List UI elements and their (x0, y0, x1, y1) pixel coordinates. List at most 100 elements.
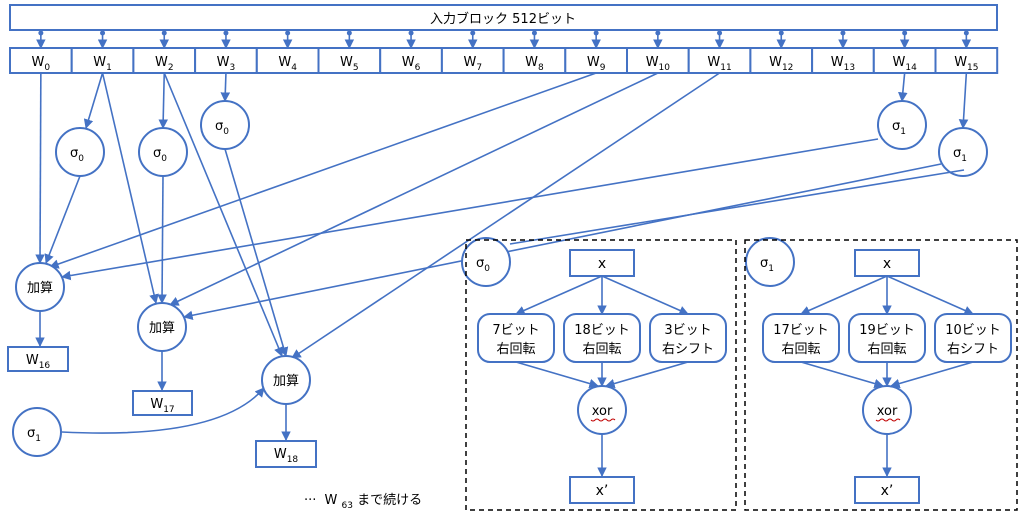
word-label-1-sub: 1 (106, 63, 112, 73)
word-label-11: W11 (707, 55, 731, 73)
continue-suffix: まで続ける (357, 493, 422, 508)
word-label-5-sub: 5 (353, 63, 359, 73)
word-label-5-main: W (340, 55, 353, 70)
sigma0_detail-op-1-line2: 右回転 (582, 342, 621, 357)
word-cell-11 (687, 47, 752, 74)
continue-note: ··· W 63 まで続ける (304, 493, 422, 512)
input-connector-dot-9 (593, 30, 599, 36)
word-label-15: W15 (954, 55, 978, 73)
output-w-17-label: W17 (150, 397, 174, 415)
word-label-11-main: W (707, 55, 720, 70)
sigma0-w3-label: σ0 (215, 119, 229, 137)
word-label-2-sub: 2 (168, 63, 174, 73)
sigma0_detail-input-label: x (598, 256, 606, 272)
word-cell-5 (317, 47, 382, 74)
word-label-13-sub: 13 (844, 63, 855, 73)
output-w-18-label-main: W (274, 447, 287, 462)
edge-w10-add2 (169, 72, 659, 306)
word-label-9: W9 (587, 55, 606, 73)
sigma0-w1-label-main: σ (70, 146, 78, 161)
word-label-15-main: W (954, 55, 967, 70)
edge-sigma0w3-add3 (224, 148, 289, 357)
sigma0_detail-op-2 (649, 313, 727, 363)
word-label-10-main: W (646, 55, 659, 70)
sigma0_detail-op-0 (477, 313, 555, 363)
word-label-3: W3 (217, 55, 236, 73)
adder-3-label: 加算 (273, 374, 299, 389)
word-label-12-main: W (769, 55, 782, 70)
edge-sigma1w14-add1 (61, 138, 879, 281)
sigma1-detail-title-main: σ (760, 256, 768, 271)
edge-sigma1w16-add3 (61, 387, 265, 434)
word-label-4: W4 (278, 55, 297, 73)
sigma1-w14-label: σ1 (892, 119, 906, 137)
word-label-2-main: W (155, 55, 168, 70)
sigma1-detail-title-sub: 1 (768, 264, 774, 274)
input-connector-dot-2 (161, 30, 167, 36)
word-label-1: W1 (93, 55, 112, 73)
sigma1_detail-op-2-line2: 右シフト (947, 342, 999, 357)
sigma1-detail-title: σ1 (760, 256, 774, 274)
output-w-18 (255, 440, 317, 468)
input-connector-dot-11 (717, 30, 723, 36)
sigma0-detail-panel (465, 239, 737, 511)
sigma0-w3-label-main: σ (215, 119, 223, 134)
sigma0_detail-op-1-line1: 18ビット (574, 323, 630, 338)
sigma0_detail-xor-underline (590, 418, 616, 422)
sigma0-w2-label-main: σ (153, 146, 161, 161)
input-connector-dot-7 (470, 30, 476, 36)
sigma0_detail-output-box (569, 476, 635, 504)
word-label-7-main: W (463, 55, 476, 70)
word-label-4-main: W (278, 55, 291, 70)
edge-w3-sigma0 (220, 72, 231, 102)
sigma0-w3-label-sub: 0 (223, 127, 229, 137)
word-label-10: W10 (646, 55, 671, 73)
sigma1-w15-label-sub: 1 (961, 154, 967, 164)
sigma0-w1-label: σ0 (70, 146, 84, 164)
input-connector-dot-15 (963, 30, 969, 36)
sigma0_detail-edge-input-op2 (601, 275, 689, 315)
input-connector-dot-10 (655, 30, 661, 36)
sigma0-detail-title-sub: 0 (484, 264, 490, 274)
sigma0-w1-circle (55, 127, 105, 177)
word-label-9-sub: 9 (600, 63, 606, 73)
sigma0-w1-label-sub: 0 (78, 154, 84, 164)
output-w-16 (7, 346, 69, 372)
word-label-2: W2 (155, 55, 174, 73)
adder-2-label: 加算 (149, 321, 175, 336)
sigma0-w2-label: σ0 (153, 146, 167, 164)
input-block (9, 4, 998, 31)
edge-sigma1w15-sigma0detail (509, 169, 965, 245)
word-label-3-sub: 3 (230, 63, 236, 73)
output-w-16-label-sub: 16 (39, 361, 51, 371)
sigma0-detail-title-circle (461, 237, 511, 287)
word-label-12-sub: 12 (782, 63, 793, 73)
sigma1_detail-op-0-line1: 17ビット (773, 323, 829, 338)
word-cell-8 (502, 47, 567, 74)
sigma0_detail-op-2-line1: 3ビット (664, 323, 711, 338)
sigma1_detail-edge-op0-xor (800, 361, 884, 389)
output-w-18-label-sub: 18 (287, 455, 299, 465)
sigma1-w14-circle (877, 100, 927, 150)
sigma1_detail-output-label: x’ (881, 483, 894, 499)
word-label-9-main: W (587, 55, 600, 70)
word-label-8-main: W (525, 55, 538, 70)
input-connector-dot-5 (346, 30, 352, 36)
sigma1_detail-op-1-line1: 19ビット (859, 323, 915, 338)
edge-w2-sigma0 (158, 72, 168, 129)
sigma0_detail-op-1 (563, 313, 641, 363)
sigma1_detail-op-2 (934, 313, 1012, 363)
input-connector-dot-12 (778, 30, 784, 36)
sigma1_detail-op-1-line2: 右回転 (867, 342, 906, 357)
input-block-label: 入力ブロック 512ビット (430, 11, 576, 27)
word-label-1-main: W (93, 55, 106, 70)
word-label-14: W14 (892, 55, 917, 73)
word-label-8-sub: 8 (538, 63, 544, 73)
word-label-15-sub: 15 (967, 63, 978, 73)
sigma1-w15-label: σ1 (953, 146, 967, 164)
sigma0_detail-edge-input-op0 (515, 275, 603, 315)
adder-2-circle (137, 302, 187, 352)
sigma1_detail-input-label: x (883, 256, 891, 272)
